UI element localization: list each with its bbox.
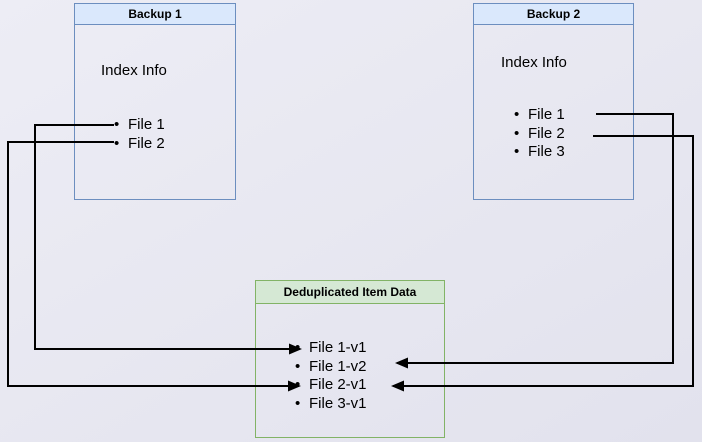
file-item: File 3	[514, 143, 565, 162]
dedup-box: Deduplicated Item Data File 1-v1 File 1-…	[255, 280, 445, 438]
dedup-item-list: File 1-v1 File 1-v2 File 2-v1 File 3-v1	[295, 339, 367, 413]
backup1-title: Backup 1	[75, 4, 235, 25]
dedup-item-label: File 1-v1	[309, 339, 367, 356]
backup2-file-list: File 1 File 2 File 3	[514, 106, 565, 162]
backup2-box: Backup 2 Index Info File 1 File 2 File 3	[473, 3, 634, 200]
file-label: File 1	[128, 116, 165, 133]
dedup-title: Deduplicated Item Data	[256, 281, 444, 304]
file-item: File 1	[114, 116, 165, 135]
backup1-file-list: File 1 File 2	[114, 116, 165, 153]
dedup-item-label: File 2-v1	[309, 376, 367, 393]
file-label: File 1	[528, 106, 565, 123]
backup2-subtitle: Index Info	[501, 54, 567, 71]
dedup-item: File 1-v2	[295, 358, 367, 377]
file-item: File 2	[114, 135, 165, 154]
backup2-title: Backup 2	[474, 4, 633, 25]
dedup-item: File 3-v1	[295, 395, 367, 414]
dedup-item: File 1-v1	[295, 339, 367, 358]
backup1-box: Backup 1 Index Info File 1 File 2	[74, 3, 236, 200]
dedup-item-label: File 3-v1	[309, 394, 367, 412]
file-label: File 3	[528, 143, 565, 160]
file-item: File 1	[514, 106, 565, 125]
backup1-subtitle: Index Info	[101, 62, 167, 79]
dedup-item: File 2-v1	[295, 376, 367, 395]
file-label: File 2	[528, 124, 565, 142]
file-label: File 2	[128, 134, 165, 152]
dedup-item-label: File 1-v2	[309, 357, 367, 375]
file-item: File 2	[514, 125, 565, 144]
